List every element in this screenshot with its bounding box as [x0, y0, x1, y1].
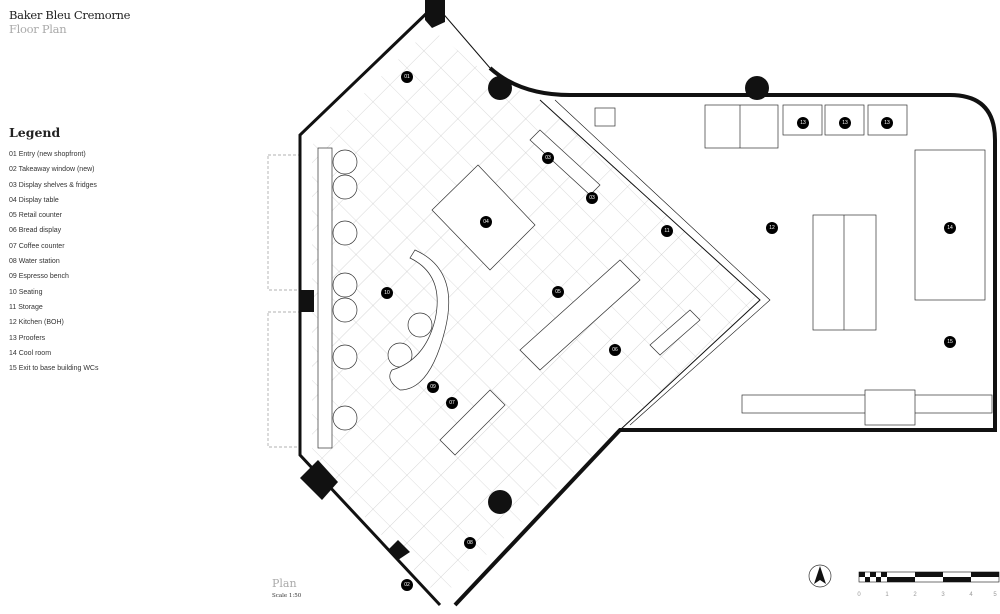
- svg-text:04: 04: [483, 219, 489, 225]
- marker-08: 08: [464, 537, 476, 549]
- svg-text:13: 13: [884, 120, 890, 126]
- svg-text:02: 02: [404, 582, 410, 588]
- scale-label: Scale 1:50: [272, 593, 302, 599]
- scale-tick: 0: [857, 592, 861, 598]
- marker-07: 07: [446, 397, 458, 409]
- marker-02: 02: [401, 579, 413, 591]
- svg-text:14: 14: [947, 225, 953, 231]
- marker-10: 10: [381, 287, 393, 299]
- svg-text:06: 06: [612, 347, 618, 353]
- legend-item: 05 Retail counter: [9, 212, 62, 220]
- legend-item: 09 Espresso bench: [9, 273, 69, 281]
- legend-item: 06 Bread display: [9, 227, 62, 235]
- svg-text:12: 12: [769, 225, 775, 231]
- svg-text:13: 13: [800, 120, 806, 126]
- drawing-subtitle: Floor Plan: [9, 22, 67, 36]
- legend-item: 03 Display shelves & fridges: [9, 181, 97, 189]
- structural-columns: [300, 0, 769, 560]
- marker-05: 05: [552, 286, 564, 298]
- svg-text:08: 08: [467, 540, 473, 546]
- seating: [317, 147, 450, 449]
- marker-01: 01: [401, 71, 413, 83]
- marker-03: 03: [586, 192, 598, 204]
- svg-text:07: 07: [449, 400, 455, 406]
- svg-text:13: 13: [842, 120, 848, 126]
- walls: [298, 8, 997, 607]
- svg-text:05: 05: [555, 289, 561, 295]
- svg-text:10: 10: [384, 290, 390, 296]
- scale-bar: 0 1 2 3 4 5: [857, 571, 1000, 598]
- north-arrow-icon: [808, 564, 832, 588]
- marker-13: 13: [881, 117, 893, 129]
- svg-text:01: 01: [404, 74, 410, 80]
- project-title: Baker Bleu Cremorne: [9, 8, 131, 22]
- legend-item: 14 Cool room: [9, 349, 52, 357]
- marker-09: 09: [427, 381, 439, 393]
- marker-13: 13: [839, 117, 851, 129]
- legend-item: 02 Takeaway window (new): [9, 166, 95, 174]
- floor-tiles: [312, 28, 760, 598]
- svg-text:03: 03: [589, 195, 595, 201]
- svg-text:03: 03: [545, 155, 551, 161]
- scale-tick: 1: [885, 592, 889, 598]
- marker-06: 06: [609, 344, 621, 356]
- scale-tick: 4: [969, 592, 973, 598]
- legend-item: 10 Seating: [9, 288, 43, 296]
- legend-item: 04 Display table: [9, 196, 59, 204]
- legend-item: 15 Exit to base building WCs: [9, 365, 99, 373]
- legend-heading: Legend: [9, 125, 61, 140]
- plan-label: Plan: [272, 577, 297, 590]
- legend-item: 13 Proofers: [9, 334, 46, 342]
- legend-item: 07 Coffee counter: [9, 242, 65, 250]
- plan-markers: 01 02 03 03 04 05 06 07 08 09 10 11 12 1…: [381, 71, 956, 591]
- marker-15: 15: [944, 336, 956, 348]
- marker-13: 13: [797, 117, 809, 129]
- marker-14: 14: [944, 222, 956, 234]
- svg-text:09: 09: [430, 384, 436, 390]
- scale-tick: 5: [993, 592, 997, 598]
- marker-11: 11: [661, 225, 673, 237]
- scale-tick: 2: [913, 592, 917, 598]
- marker-03: 03: [542, 152, 554, 164]
- svg-text:11: 11: [664, 228, 669, 234]
- svg-text:15: 15: [947, 339, 953, 345]
- legend-item: 01 Entry (new shopfront): [9, 151, 86, 158]
- scale-tick: 3: [941, 592, 945, 598]
- marker-12: 12: [766, 222, 778, 234]
- marker-04: 04: [480, 216, 492, 228]
- legend-item: 12 Kitchen (BOH): [9, 319, 64, 327]
- legend-item: 08 Water station: [9, 258, 60, 266]
- legend-list: 01 Entry (new shopfront) 02 Takeaway win…: [9, 151, 99, 380]
- legend-item: 11 Storage: [9, 303, 43, 311]
- shopfront-glazing: [267, 154, 301, 448]
